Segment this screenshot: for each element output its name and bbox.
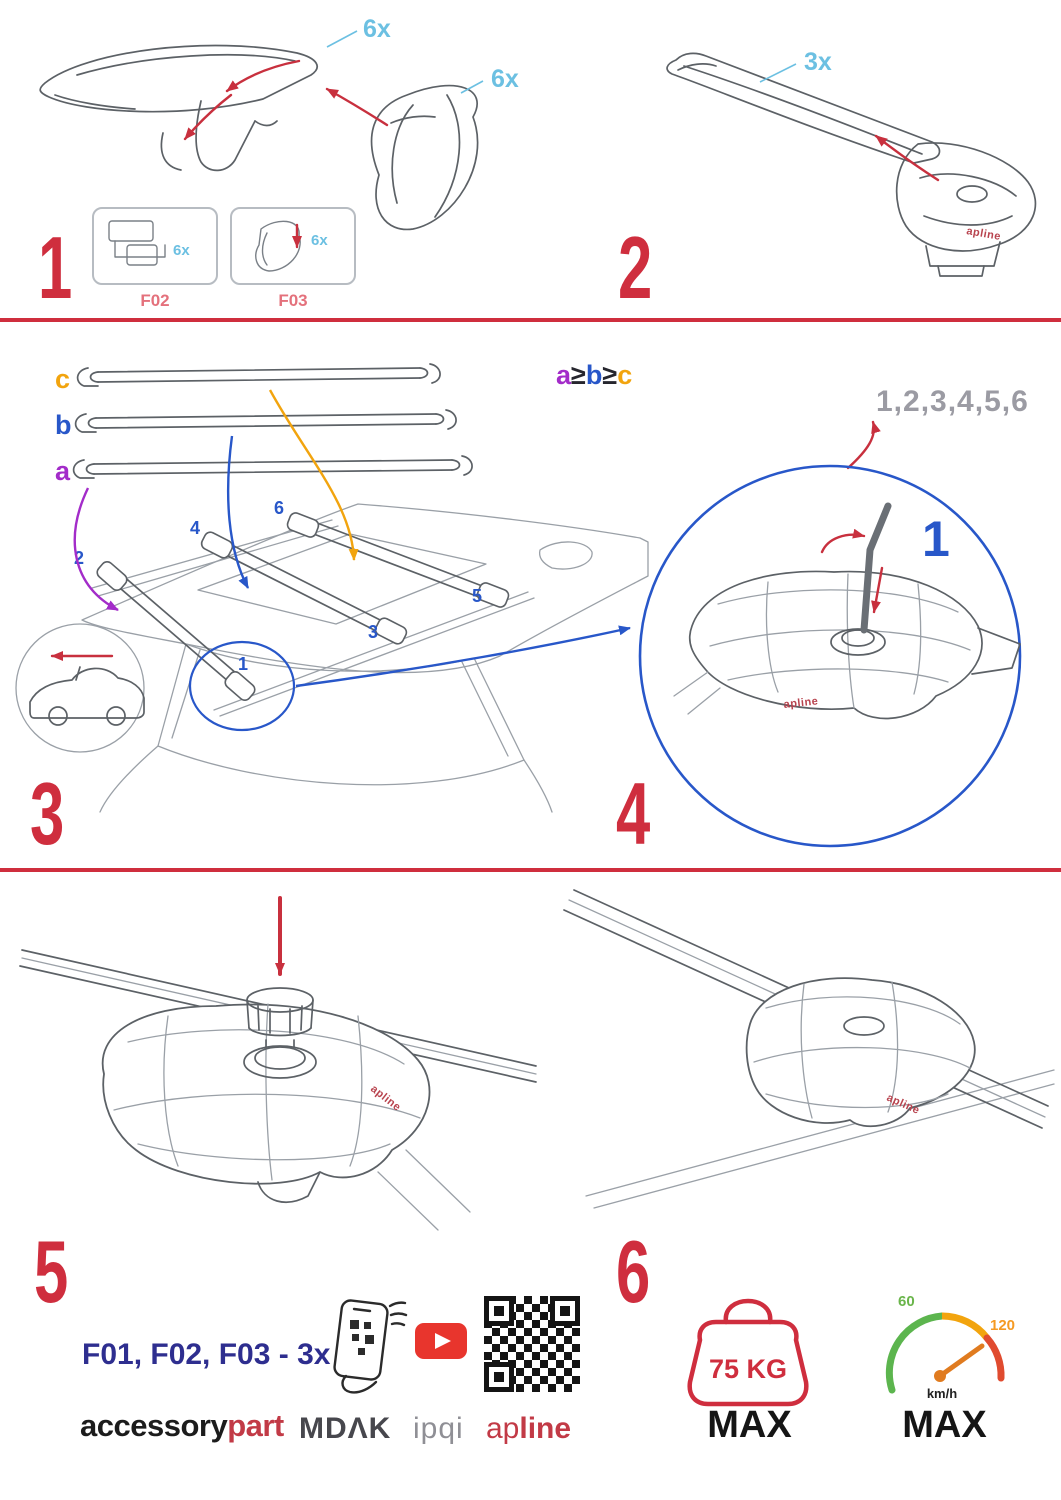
section-divider-1: [0, 318, 1061, 322]
parts-quantity-note: F01, F02, F03 - 3x: [82, 1338, 331, 1371]
foot-closeup-drawing: [673, 570, 1021, 720]
step-1-number: 1: [38, 218, 73, 317]
speedometer-icon: 60 120 km/h: [885, 1293, 1015, 1401]
rule-c: c: [617, 360, 633, 390]
foot-knob-drawing: apline: [101, 987, 471, 1231]
bar-c-connector: [268, 389, 359, 561]
step6-illustration: apline: [563, 889, 1055, 1209]
insert-arrows: [183, 59, 389, 141]
apline-logo-light: ap: [486, 1412, 520, 1445]
qr-finder: [484, 1296, 514, 1326]
bar-b-drawing: [74, 409, 457, 433]
speed-max-label: MAX: [902, 1404, 987, 1446]
rule-ge-1: ≥: [571, 360, 586, 390]
step4-illustration: apline: [638, 420, 1022, 848]
youtube-icon: [415, 1323, 467, 1359]
accessorypart-logo-red: part: [227, 1408, 284, 1443]
qty-callout: 3x: [759, 48, 832, 83]
apline-logo: apline: [486, 1412, 571, 1446]
rule-a: a: [556, 360, 572, 390]
bar-a-drawing: [72, 455, 473, 479]
apline-logo-bold: line: [519, 1412, 572, 1445]
speed-high-label: 120: [990, 1317, 1015, 1334]
step5-illustration: apline: [19, 896, 537, 1231]
allen-key-drawing: [860, 502, 892, 634]
position-1-label: 1: [238, 654, 248, 674]
end-cap-drawing: [370, 84, 479, 231]
tighten-first-label: 1: [922, 511, 950, 567]
bar-a-label: a: [55, 456, 71, 486]
length-rule: a≥b≥c: [556, 360, 632, 391]
f03-label: F03: [278, 291, 307, 310]
weight-limit-icon: 75 KG: [687, 1298, 809, 1407]
mounted-bars-drawing: [96, 512, 510, 701]
car-roof-drawing: [81, 503, 649, 813]
position-4-label: 4: [190, 518, 200, 538]
bar-a-connector: [73, 487, 119, 612]
step-6-number: 6: [616, 1222, 651, 1321]
position-6-label: 6: [274, 498, 284, 518]
step2-illustration: apline 3x: [666, 48, 1037, 277]
detail-arrow: [295, 625, 631, 688]
position-1-highlight-circle: [188, 640, 296, 732]
car-direction-inset: [15, 623, 145, 753]
part-inset-f02: 6x F02: [92, 207, 218, 310]
rule-ge-2: ≥: [602, 360, 618, 390]
qr-code: [484, 1296, 580, 1392]
ipqi-logo: ipqi: [413, 1412, 464, 1445]
roof-rail-drawing: [585, 1069, 1055, 1209]
qr-finder: [550, 1296, 580, 1326]
foot-installed-drawing: apline: [745, 977, 976, 1128]
crossbar-drawing: [666, 52, 941, 164]
step-3-number: 3: [30, 764, 65, 863]
bar-b-label: b: [55, 410, 72, 440]
mdak-logo: MDΛK: [299, 1412, 392, 1445]
step-2-number: 2: [618, 218, 653, 317]
section-divider-2: [0, 868, 1061, 872]
foot-brand-label: apline: [965, 225, 1001, 243]
weight-max-label: MAX: [707, 1404, 792, 1446]
position-3-label: 3: [368, 622, 378, 642]
qr-finder: [484, 1362, 514, 1392]
scan-phone-icon: [333, 1299, 408, 1394]
f02-label: F02: [140, 291, 169, 310]
rule-b: b: [585, 360, 603, 390]
roof-rail-end-drawing: [39, 44, 318, 172]
foot-drawing: [895, 142, 1037, 277]
step1-illustration: 6x 6x 6x F02: [39, 15, 519, 310]
f03-qty-label: 6x: [311, 232, 328, 249]
accessorypart-logo: accessorypart: [80, 1408, 284, 1444]
f02-qty-label: 6x: [173, 242, 190, 259]
position-5-label: 5: [472, 586, 482, 606]
step3-illustration: c b a: [15, 363, 649, 813]
tighten-sequence-label: 1,2,3,4,5,6: [876, 385, 1029, 418]
bar-c-drawing: [76, 363, 441, 387]
detail-circle: [638, 464, 1022, 848]
cover-qty-label: 6x: [491, 65, 519, 93]
accessorypart-logo-black: accessory: [80, 1408, 228, 1443]
part-inset-f03: 6x F03: [230, 207, 356, 310]
step-5-number: 5: [34, 1222, 69, 1321]
slide-in-arrow: [874, 134, 940, 182]
step-4-number: 4: [616, 764, 651, 863]
speed-low-label: 60: [898, 1293, 915, 1310]
bar-qty-label: 3x: [804, 48, 832, 76]
bar-c-label: c: [55, 364, 70, 394]
tighten-order-arrow: [846, 420, 881, 470]
max-weight-label: 75 KG: [709, 1354, 787, 1384]
speed-unit-label: km/h: [927, 1386, 957, 1401]
bar-b-connector: [226, 435, 250, 589]
qty-callouts: 6x 6x: [326, 15, 519, 94]
cap-qty-label: 6x: [363, 15, 391, 43]
position-2-label: 2: [74, 548, 84, 568]
foot-brand-label: apline: [783, 695, 819, 711]
rotation-arrow-icon: [820, 528, 884, 614]
